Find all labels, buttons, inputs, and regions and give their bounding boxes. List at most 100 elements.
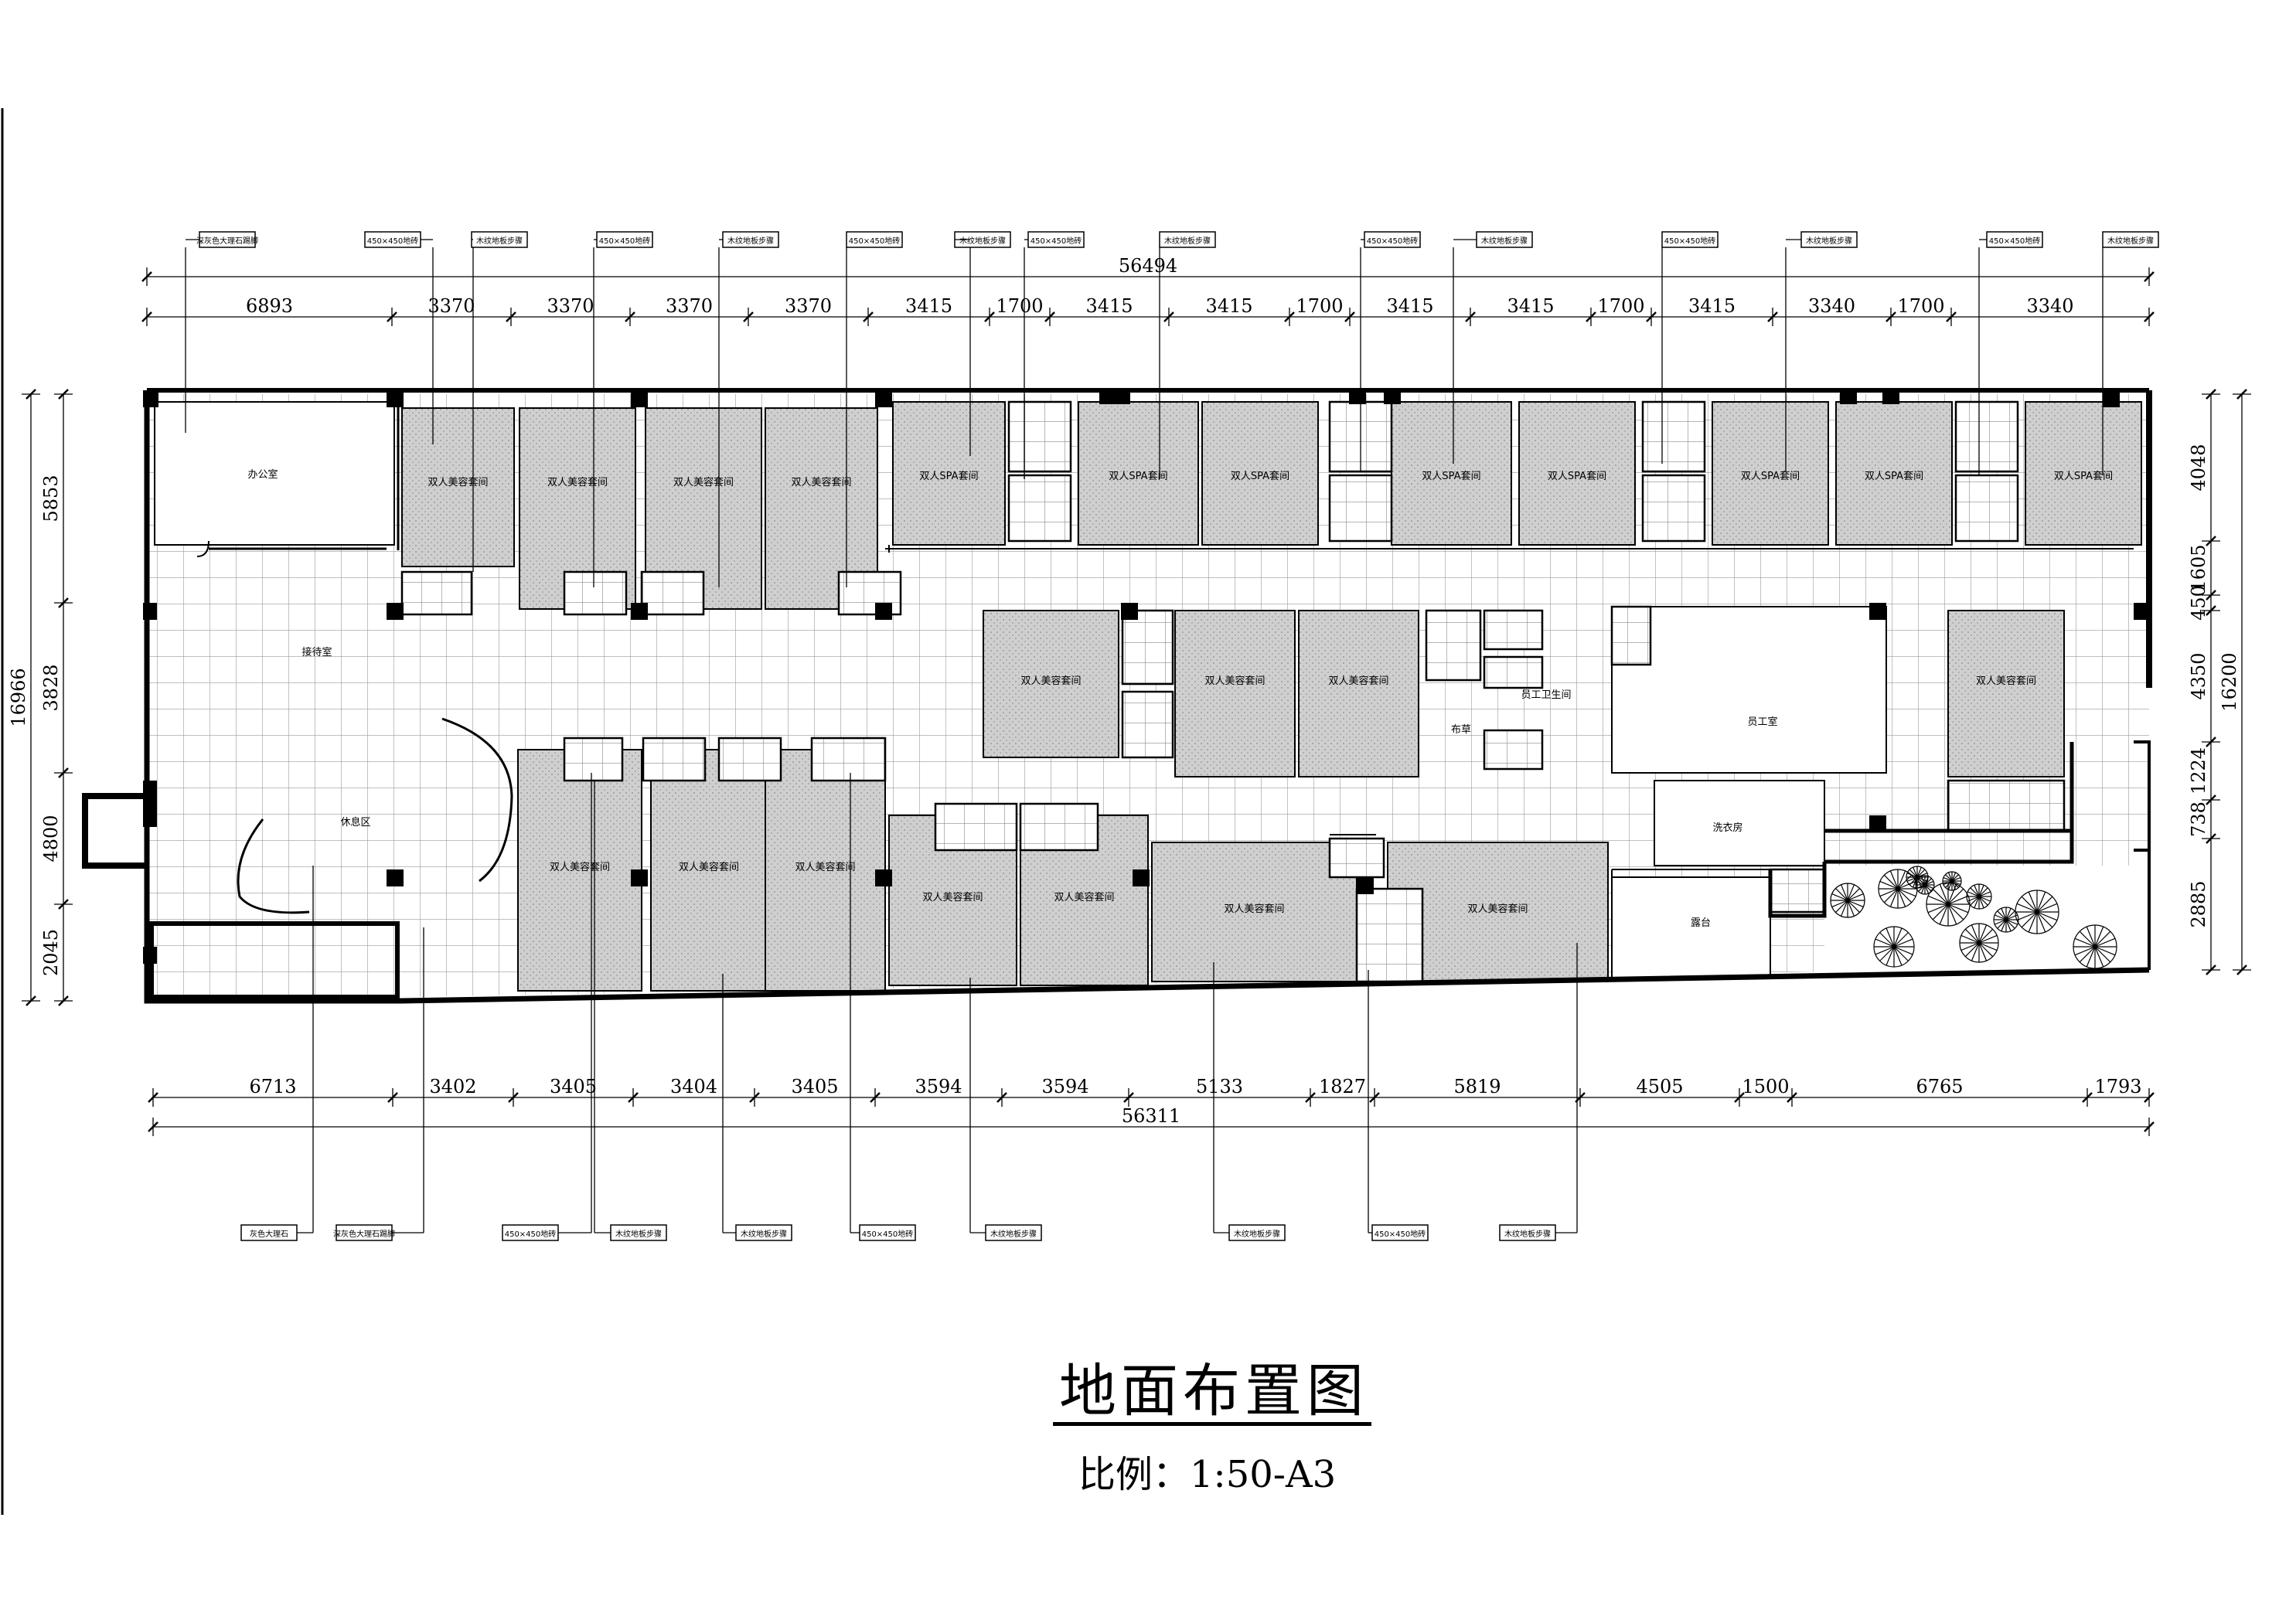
room-top-label: 双人美容套间 [673, 476, 734, 488]
room-center-1 [1174, 610, 1296, 777]
wet-area-2 [640, 570, 705, 616]
bottom-dim-label: 1793 [2094, 1076, 2141, 1097]
bottom-tag: 450×450地砖 [1368, 970, 1429, 1241]
bottom-dim-label: 4505 [1636, 1076, 1683, 1097]
room-layer [154, 401, 2142, 992]
room-bottom-0 [517, 749, 642, 992]
top-dim-total: 56494 [1119, 255, 1177, 277]
column [1099, 390, 1116, 404]
shrub [1915, 875, 1935, 895]
column [1357, 877, 1374, 894]
top-dim-label: 3370 [666, 295, 713, 317]
top-dim-label: 3340 [1808, 295, 1855, 317]
top-dim-label: 3370 [785, 295, 832, 317]
title-underline [1053, 1422, 1371, 1426]
column [631, 603, 648, 620]
room-label-layer: 双人美容套间双人美容套间双人美容套间双人美容套间双人SPA套间双人SPA套间双人… [247, 468, 2113, 929]
svg-text:木纹地板步骤: 木纹地板步骤 [1164, 236, 1211, 246]
door-swings [196, 540, 513, 914]
top-tag: 450×450地砖 [1360, 231, 1421, 471]
room-center-label: 双人美容套间 [1020, 675, 1081, 687]
top-dim-label: 1700 [1296, 295, 1343, 317]
room-top-label: 双人SPA套间 [1741, 470, 1800, 482]
room-top-label: 双人SPA套间 [1548, 470, 1606, 482]
shrub [1926, 882, 1971, 927]
column [875, 390, 892, 407]
room-bottom-2 [765, 749, 886, 992]
bottom-dim-label: 6713 [249, 1076, 296, 1097]
svg-text:木纹地板步骤: 木纹地板步骤 [990, 1229, 1037, 1239]
bottom-dim-label: 3594 [915, 1076, 962, 1097]
room-top-label: 双人美容套间 [428, 476, 488, 488]
shrub [1830, 883, 1865, 918]
room-center-3 [1947, 610, 2065, 777]
room-top-label: 双人SPA套间 [1422, 470, 1480, 482]
top-tag: 450×450地砖 [1661, 231, 1719, 464]
wet-area-22 [810, 737, 887, 782]
top-dim-label: 3370 [428, 295, 475, 317]
column [631, 869, 648, 886]
bottom-dim-label: 5819 [1453, 1076, 1501, 1097]
left-dim-label: 3828 [40, 664, 62, 711]
wet-area-11 [1954, 474, 2019, 543]
bottom-tag: 木纹地板步骤 [722, 974, 792, 1241]
column-layer [143, 390, 2149, 964]
top-dim-label: 1700 [1597, 295, 1644, 317]
room-top-0 [401, 407, 515, 567]
top-tag: 450×450地砖 [846, 231, 903, 587]
room-bottom-label: 双人美容套间 [1467, 903, 1528, 915]
column [1133, 869, 1150, 886]
column [1349, 390, 1366, 404]
bottom-dim-label: 3404 [670, 1076, 717, 1097]
room-center-label: 双人美容套间 [1204, 675, 1265, 687]
room-white-2 [1654, 780, 1825, 866]
right-dim-label: 4350 [2188, 652, 2209, 699]
wet-area-20 [642, 737, 707, 782]
column [387, 603, 404, 620]
svg-text:450×450地砖: 450×450地砖 [1989, 236, 2041, 246]
wet-area-5 [1007, 474, 1072, 543]
room-bottom-label: 双人美容套间 [795, 861, 855, 873]
right-dim-label: 738 [2188, 801, 2209, 837]
svg-text:450×450地砖: 450×450地砖 [862, 1229, 914, 1239]
column [631, 390, 648, 407]
room-bottom-label: 双人美容套间 [550, 861, 610, 873]
room-top-label: 双人美容套间 [547, 476, 608, 488]
left-dim-label: 2045 [40, 929, 62, 976]
bottom-dim-label: 1827 [1319, 1076, 1366, 1097]
svg-text:450×450地砖: 450×450地砖 [1030, 236, 1082, 246]
top-tag: 木纹地板步骤 [471, 231, 528, 572]
column [1882, 390, 1899, 404]
room-top-label: 双人美容套间 [791, 476, 851, 488]
room-top-label: 双人SPA套间 [1865, 470, 1923, 482]
left-dim-label: 4800 [40, 815, 62, 862]
svg-text:木纹地板步骤: 木纹地板步骤 [741, 1229, 787, 1239]
svg-text:木纹地板步骤: 木纹地板步骤 [1481, 236, 1528, 246]
wet-area-4 [1007, 400, 1072, 473]
bottom-dim-label: 3405 [550, 1076, 597, 1097]
svg-text:深灰色大理石踢脚: 深灰色大理石踢脚 [333, 1229, 395, 1239]
room-center-label: 双人美容套间 [1328, 675, 1388, 687]
right-dim-label: 2885 [2188, 880, 2209, 927]
wet-area-17 [1483, 729, 1544, 771]
right-dim-label: 4048 [2188, 444, 2209, 491]
staff-room-label: 员工室 [1747, 716, 1777, 728]
column [875, 603, 892, 620]
column [143, 947, 157, 964]
room-white-1 [1611, 606, 1887, 774]
wet-area-layer [400, 400, 2066, 983]
bottom-dim-label: 6765 [1916, 1076, 1963, 1097]
bottom-dim-label: 3405 [791, 1076, 838, 1097]
shrub [1966, 883, 1992, 910]
top-tag: 450×450地砖 [593, 231, 653, 587]
right-dim-total: 16200 [2219, 652, 2240, 711]
terrace-label: 露台 [1691, 917, 1711, 929]
room-center-0 [983, 610, 1119, 758]
top-dim-label: 3370 [547, 295, 594, 317]
top-tag: 木纹地板步骤 [2102, 231, 2159, 475]
shrub [1873, 926, 1915, 968]
top-dim-label: 3415 [1085, 295, 1133, 317]
